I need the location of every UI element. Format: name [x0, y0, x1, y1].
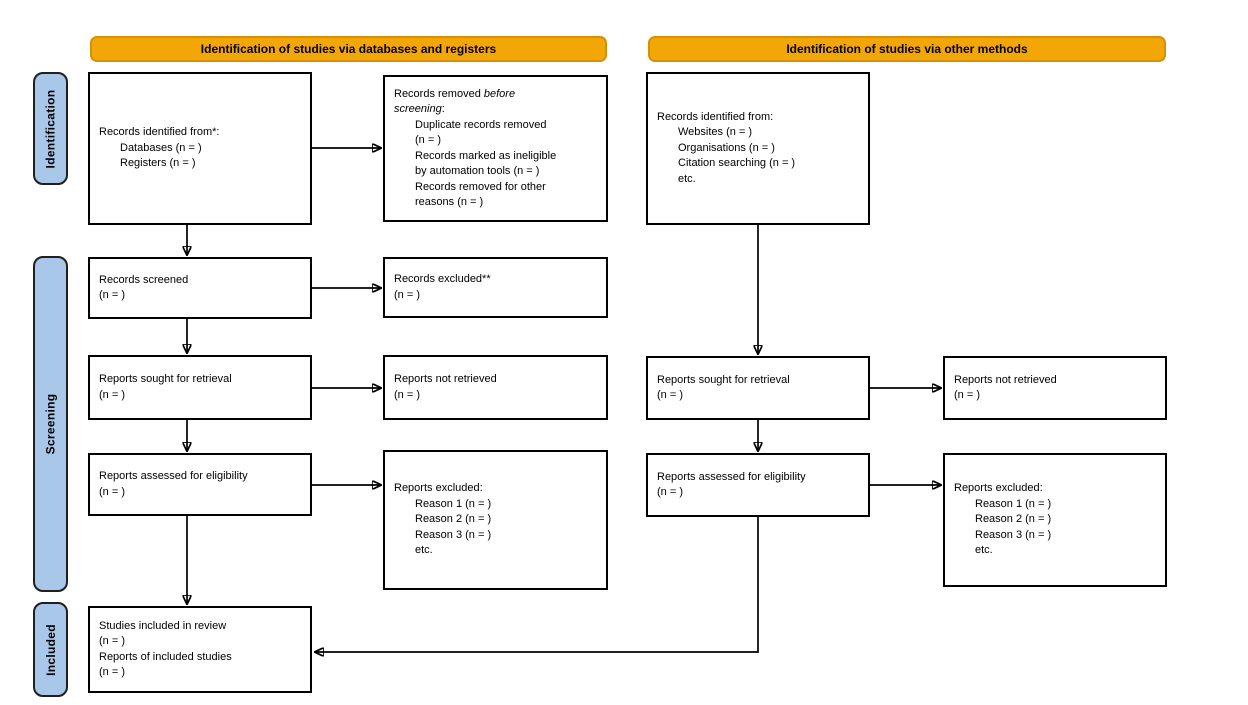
- box-records-excluded: Records excluded** (n = ): [383, 257, 608, 318]
- box-reports-sought-other: Reports sought for retrieval (n = ): [646, 356, 870, 420]
- box-text-line: Registers (n = ): [120, 157, 196, 170]
- box-text-line: Records excluded**: [394, 273, 491, 285]
- box-text-line: (n = ): [99, 666, 125, 678]
- box-text-line: Databases (n = ): [120, 141, 202, 154]
- box-text-line: (n = ): [99, 485, 125, 498]
- box-text-line: etc.: [415, 544, 433, 557]
- box-reports-not-retrieved-databases: Reports not retrieved (n = ): [383, 355, 608, 420]
- box-text-line: (n = ): [657, 389, 683, 401]
- box-reports-assessed-databases: Reports assessed for eligibility (n = ): [88, 453, 312, 516]
- box-reports-excluded-databases: Reports excluded: Reason 1 (n = ) Reason 2…: [383, 450, 608, 590]
- box-text-line: Reason 1 (n = ): [975, 497, 1052, 510]
- box-text-line: Reports not retrieved: [394, 373, 497, 385]
- banner-databases-registers: Identification of studies via databases …: [90, 36, 607, 62]
- box-text-line: Reason 1 (n = ): [415, 497, 492, 510]
- box-reports-excluded-other: Reports excluded: Reason 1 (n = ) Reason 2…: [943, 453, 1167, 587]
- box-reports-assessed-other: Reports assessed for eligibility (n = ): [646, 453, 870, 517]
- box-text-line: Reports excluded:: [954, 482, 1043, 495]
- stage-label-included: Included: [33, 602, 68, 697]
- box-reports-sought-databases: Reports sought for retrieval (n = ): [88, 355, 312, 420]
- box-text-line: Records identified from:: [657, 110, 774, 123]
- box-text-line: (n = ): [99, 635, 125, 647]
- box-text-line: Reports not retrieved: [954, 373, 1057, 386]
- box-text-line: Studies included in review: [99, 619, 227, 632]
- box-text-line: (n = ): [99, 289, 125, 301]
- box-text-line: (n = ): [657, 486, 683, 498]
- box-text-line: Organisations (n = ): [678, 141, 775, 154]
- box-text-line: Reason 2 (n = ): [975, 513, 1052, 526]
- box-text-line: (n = ): [954, 389, 980, 401]
- stage-label-identification: Identification: [33, 72, 68, 185]
- box-text-line: screening:: [394, 103, 445, 115]
- stage-label-included-text: Included: [43, 623, 58, 676]
- box-text-line: reasons (n = ): [415, 196, 484, 208]
- box-text-line: Websites (n = ): [678, 126, 753, 139]
- box-text-line: by automation tools (n = ): [415, 165, 540, 177]
- box-text-line: Reports assessed for eligibility: [657, 470, 806, 483]
- box-text-line: (n = ): [394, 288, 420, 301]
- box-text-line: (n = ): [394, 388, 420, 401]
- box-text-line: etc.: [678, 172, 696, 185]
- box-text-line: Reports sought for retrieval: [99, 373, 232, 385]
- box-records-removed-before-screening: Records removed before screening: Duplicat…: [383, 75, 608, 222]
- box-text-line: Records removed for other: [415, 180, 546, 193]
- box-text-line: etc.: [975, 544, 993, 557]
- box-text-line: Records identified from*:: [99, 126, 220, 139]
- box-records-identified-databases: Records identified from*: Databases (n = …: [88, 72, 312, 225]
- box-text-line: Reason 2 (n = ): [415, 513, 492, 526]
- box-text-line: Reports assessed for eligibility: [99, 470, 248, 482]
- banner-other-methods: Identification of studies via other meth…: [648, 36, 1166, 62]
- box-records-identified-other: Records identified from: Websites (n = ) O…: [646, 72, 870, 225]
- box-text-line: (n = ): [415, 134, 441, 146]
- stage-label-screening-text: Screening: [43, 393, 58, 455]
- stage-label-identification-text: Identification: [43, 89, 58, 168]
- box-text-line: (n = ): [99, 388, 125, 401]
- stage-label-screening: Screening: [33, 256, 68, 592]
- box-text-line: Reports of included studies: [99, 650, 232, 663]
- box-text-line: Citation searching (n = ): [678, 157, 796, 170]
- box-studies-included: Studies included in review (n = ) Reports …: [88, 606, 312, 693]
- box-text-line: Records removed before: [394, 87, 516, 100]
- box-text-line: Reports sought for retrieval: [657, 373, 790, 386]
- box-text-line: Reason 3 (n = ): [975, 528, 1052, 541]
- box-records-screened: Records screened (n = ): [88, 257, 312, 319]
- box-text-line: Duplicate records removed: [415, 118, 547, 131]
- box-text-line: Reason 3 (n = ): [415, 528, 492, 541]
- box-text-line: Records screened: [99, 273, 189, 286]
- box-reports-not-retrieved-other: Reports not retrieved (n = ): [943, 356, 1167, 420]
- box-text-line: Records marked as ineligible: [415, 149, 557, 162]
- box-text-line: Reports excluded:: [394, 482, 483, 495]
